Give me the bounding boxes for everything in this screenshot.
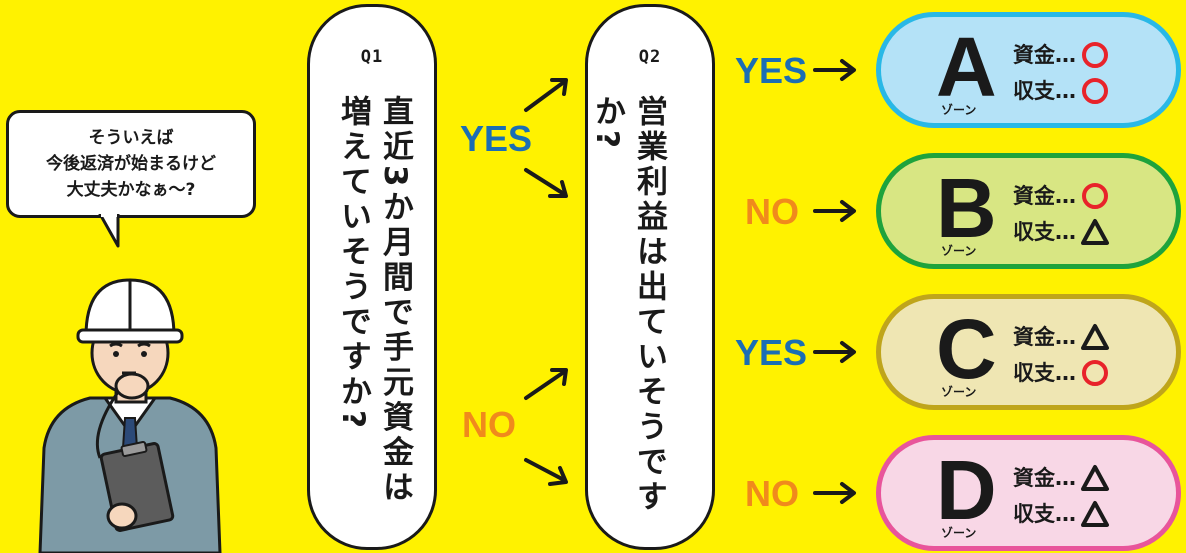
zone-a-arrow	[813, 59, 856, 81]
triangle-mark-icon	[1081, 501, 1109, 527]
zone-sub-label: ゾーン	[941, 385, 977, 399]
zone-status-lines: 資金… 収支…	[1013, 178, 1110, 250]
question-2-text: 営業利益は出ていそうですか?	[589, 95, 667, 515]
triangle-mark-icon	[1081, 219, 1109, 245]
zone-fund-row: 資金…	[1013, 178, 1110, 214]
zone-fund-row: 資金…	[1013, 460, 1110, 496]
bubble-line-3: 大丈夫かなぁ～?	[66, 180, 196, 200]
zone-d-arrow	[813, 482, 856, 504]
zone-status-lines: 資金… 収支…	[1013, 460, 1110, 532]
triangle-mark-icon	[1081, 324, 1109, 350]
question-1-text: 直近3か月間で手元資金は増えていそうですか?	[335, 95, 413, 506]
zone-d-answer-label: NO	[745, 473, 799, 514]
zone-letter: A	[936, 20, 997, 114]
circle-mark-icon	[1082, 78, 1108, 104]
q1-no-label: NO	[462, 404, 516, 445]
zone-sub-label: ゾーン	[941, 526, 977, 540]
bubble-line-2: 今後返済が始まるけど	[46, 154, 216, 174]
zone-cash-row: 収支…	[1013, 355, 1110, 391]
zone-fund-label: 資金…	[1013, 466, 1076, 490]
zone-cash-label: 収支…	[1013, 79, 1076, 103]
question-1-pill: Q1 直近3か月間で手元資金は増えていそうですか?	[307, 4, 437, 550]
question-2-pill: Q2 営業利益は出ていそうですか?	[585, 4, 715, 550]
q1-yes-arrows	[524, 78, 568, 198]
zone-letter: D	[936, 443, 997, 537]
zone-status-lines: 資金… 収支…	[1013, 319, 1110, 391]
zone-c-arrow	[813, 341, 856, 363]
zone-cash-label: 収支…	[1013, 220, 1076, 244]
zone-b-arrow	[813, 200, 856, 222]
bubble-line-1: そういえば	[88, 128, 174, 148]
zone-fund-label: 資金…	[1013, 325, 1076, 349]
question-1-label: Q1	[360, 47, 384, 67]
zone-sub-label: ゾーン	[941, 244, 977, 258]
zone-letter: C	[936, 302, 997, 396]
circle-mark-icon	[1082, 183, 1108, 209]
bubble-tail	[98, 214, 120, 248]
zone-sub-label: ゾーン	[941, 103, 977, 117]
zone-cash-label: 収支…	[1013, 502, 1076, 526]
zone-fund-row: 資金…	[1013, 319, 1110, 355]
question-2-label: Q2	[638, 47, 662, 67]
zone-cash-row: 収支…	[1013, 73, 1110, 109]
triangle-mark-icon	[1081, 465, 1109, 491]
zone-cash-row: 収支…	[1013, 496, 1110, 532]
zone-cash-row: 収支…	[1013, 214, 1110, 250]
circle-mark-icon	[1082, 360, 1108, 386]
circle-mark-icon	[1082, 42, 1108, 68]
q1-yes-label: YES	[460, 118, 533, 159]
zone-cash-label: 収支…	[1013, 361, 1076, 385]
speech-bubble: そういえば 今後返済が始まるけど 大丈夫かなぁ～?	[6, 110, 256, 218]
zone-a-answer-label: YES	[735, 50, 808, 91]
zone-fund-label: 資金…	[1013, 43, 1076, 67]
zone-fund-label: 資金…	[1013, 184, 1076, 208]
q1-no-arrows	[524, 368, 568, 486]
zone-status-lines: 資金… 収支…	[1013, 37, 1110, 109]
zone-letter: B	[936, 161, 997, 255]
zone-b-answer-label: NO	[745, 191, 799, 232]
zone-c-answer-label: YES	[735, 332, 808, 373]
worker-illustration	[38, 278, 222, 553]
zone-fund-row: 資金…	[1013, 37, 1110, 73]
